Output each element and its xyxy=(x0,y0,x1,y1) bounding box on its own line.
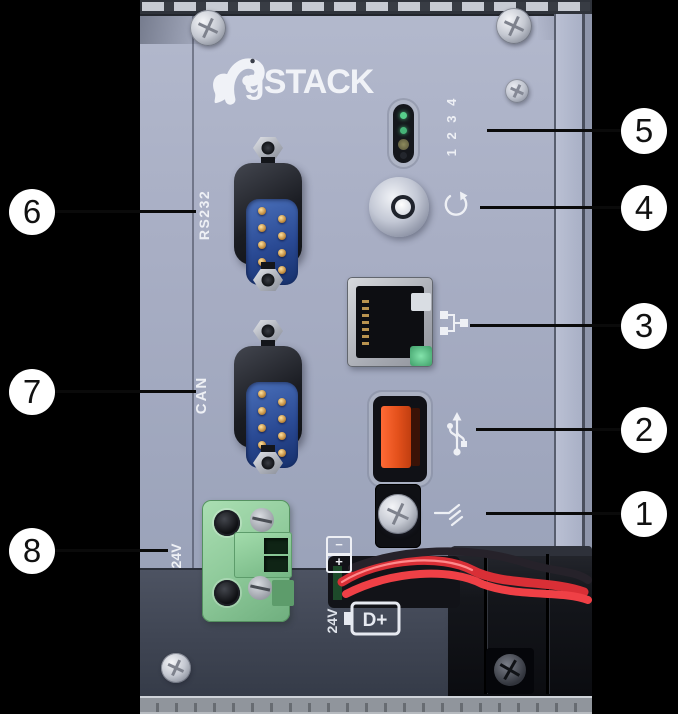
rs232-label: RS232 xyxy=(196,189,212,241)
callout-line-4 xyxy=(480,206,640,209)
ethernet-icon xyxy=(440,311,468,335)
db9-nut xyxy=(253,137,283,159)
polarity-minus: − xyxy=(335,537,343,552)
status-led-module xyxy=(393,104,414,163)
db9-shell xyxy=(234,346,302,468)
callout-line-7 xyxy=(44,390,196,393)
callout-6-number: 6 xyxy=(22,193,42,230)
led-4 xyxy=(400,152,407,159)
rs232-port xyxy=(230,135,306,293)
din-rail xyxy=(140,696,592,714)
db9-nut xyxy=(253,320,283,342)
mount-screw-bottom-left xyxy=(161,653,191,683)
terminal-label: 24V xyxy=(168,543,184,569)
mount-screw-top-right xyxy=(496,8,532,44)
db9-shell xyxy=(234,163,302,285)
callout-8: 8 xyxy=(9,528,55,574)
edge-strip-sliver xyxy=(585,14,592,568)
led-3 xyxy=(398,139,409,150)
terminal-receptacle xyxy=(234,532,292,578)
ethernet-led-link xyxy=(411,293,431,311)
callout-7-number: 7 xyxy=(22,373,42,410)
mount-screw-top-left xyxy=(190,10,226,46)
callout-4-number: 4 xyxy=(634,189,654,226)
terminal-hex-screw xyxy=(214,580,240,606)
panel-seam-left xyxy=(192,14,194,570)
callout-7: 7 xyxy=(9,369,55,415)
battery-icon: D+ xyxy=(344,601,401,636)
db9-face xyxy=(246,199,298,285)
terminal-extension xyxy=(272,580,294,606)
power-terminal xyxy=(202,498,294,624)
db9-nut xyxy=(253,269,283,291)
panel-screw-right xyxy=(505,79,529,103)
terminal-hex-screw xyxy=(214,510,240,536)
battery-label: D+ xyxy=(363,610,388,631)
callout-8-number: 8 xyxy=(22,532,42,569)
power-wires xyxy=(337,547,592,604)
callout-1-number: 1 xyxy=(634,495,654,532)
callout-6: 6 xyxy=(9,189,55,235)
usb-tongue xyxy=(381,406,411,468)
terminal-slot-screw xyxy=(250,508,274,532)
device-photo: gSTACK 1 2 3 4 xyxy=(140,0,592,714)
callout-line-6 xyxy=(44,210,196,213)
ethernet-port xyxy=(347,277,433,367)
led-2 xyxy=(400,127,407,134)
callout-2-number: 2 xyxy=(634,411,654,448)
callout-5-number: 5 xyxy=(634,112,654,149)
callout-line-2 xyxy=(476,428,640,431)
led-1 xyxy=(400,112,407,119)
pcb-sliver xyxy=(333,566,342,600)
polarity-icon: − + xyxy=(326,536,352,573)
edge-strip xyxy=(556,14,582,568)
reset-icon xyxy=(444,191,468,216)
polarity-plus: + xyxy=(335,554,343,569)
reset-button xyxy=(395,199,411,215)
can-label: CAN xyxy=(193,375,210,415)
callout-line-5 xyxy=(487,129,640,132)
can-port xyxy=(230,318,306,476)
ground-icon xyxy=(434,503,464,527)
usb-icon xyxy=(447,412,467,456)
goose-icon xyxy=(213,58,265,105)
ethernet-jack xyxy=(356,286,432,366)
callout-4: 4 xyxy=(621,185,667,231)
supply-label: 24V xyxy=(324,608,340,634)
connector-screw xyxy=(494,654,526,686)
edge-seam xyxy=(554,14,556,568)
usb-port xyxy=(373,396,427,482)
callout-2: 2 xyxy=(621,407,667,453)
callout-3-number: 3 xyxy=(634,307,654,344)
callout-line-8 xyxy=(44,549,168,552)
edge-strip-line xyxy=(582,14,585,568)
db9-nut xyxy=(253,452,283,474)
ground-screw xyxy=(378,494,418,534)
logo-text: gSTACK xyxy=(244,63,374,101)
led-label: 1 2 3 4 xyxy=(444,95,459,157)
ethernet-led-active xyxy=(410,346,432,366)
connector-lip xyxy=(448,546,592,556)
callout-line-1 xyxy=(486,512,640,515)
callout-line-3 xyxy=(470,324,640,327)
usb-cavity xyxy=(411,408,420,466)
callout-5: 5 xyxy=(621,108,667,154)
callout-3: 3 xyxy=(621,303,667,349)
callout-1: 1 xyxy=(621,491,667,537)
terminal-slot-screw xyxy=(248,576,272,600)
vent-strip xyxy=(140,0,592,16)
